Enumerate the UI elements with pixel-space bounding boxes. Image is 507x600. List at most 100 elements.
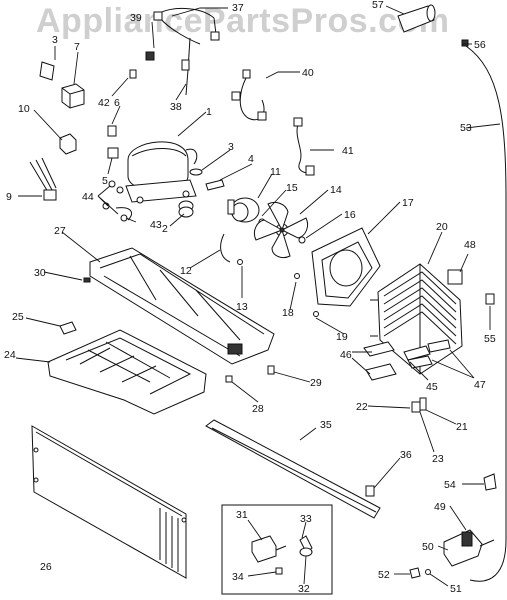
clip-icon [365, 485, 375, 497]
callout-7: 7 [74, 41, 80, 53]
fan-blade-icon [253, 201, 309, 259]
leader-lines [15, 5, 501, 587]
callout-14: 14 [330, 184, 342, 196]
wire-harness-icon [293, 117, 315, 176]
water-line-icon [465, 45, 507, 582]
grommet-icon [178, 200, 194, 218]
callout-11: 11 [270, 166, 281, 178]
relay-overload-icon [39, 61, 85, 109]
callout-43: 43 [150, 219, 162, 231]
screw-icon [294, 273, 300, 279]
callout-39: 39 [130, 12, 142, 24]
callout-24: 24 [4, 349, 16, 361]
callout-20: 20 [436, 221, 448, 233]
callout-41: 41 [342, 145, 354, 157]
callout-25: 25 [12, 311, 24, 323]
callout-28: 28 [252, 403, 264, 415]
callout-3b: 3 [228, 141, 234, 153]
bracket-icon [419, 397, 427, 411]
callout-9: 9 [6, 191, 12, 203]
callout-36: 36 [400, 449, 412, 461]
screw-icon [267, 365, 275, 375]
screw-icon [237, 259, 243, 265]
capacitor-cover-icon [59, 133, 77, 155]
fan-shroud-icon [311, 227, 381, 307]
screw-icon [425, 569, 431, 575]
washer-icon [189, 168, 203, 176]
drain-pan-icon [47, 329, 207, 415]
foil-tape-icon [447, 269, 463, 285]
grommet-icon [59, 321, 77, 335]
callout-53: 53 [460, 122, 472, 134]
callout-5: 5 [102, 175, 108, 187]
callout-34: 34 [232, 571, 244, 583]
terminal-icon [107, 147, 119, 159]
heater-probe-icon [29, 157, 57, 201]
back-panel-icon [31, 425, 187, 579]
sensor-cap-icon [299, 547, 313, 557]
callout-47: 47 [474, 379, 486, 391]
callout-57: 57 [372, 0, 384, 11]
callout-22: 22 [356, 401, 368, 413]
nut-icon [298, 236, 306, 244]
callout-23: 23 [432, 453, 444, 465]
callout-19: 19 [336, 331, 348, 343]
callout-3: 3 [52, 34, 58, 46]
water-valve-icon [443, 529, 495, 567]
mullion-heater-icon [205, 419, 381, 519]
callout-52: 52 [378, 569, 390, 581]
callout-56: 56 [474, 39, 486, 51]
callout-10: 10 [18, 103, 30, 115]
callout-45: 45 [426, 381, 438, 393]
clip-icon [205, 179, 225, 191]
callout-4: 4 [248, 153, 254, 165]
compressor-icon [125, 141, 198, 204]
callout-labels: 3 7 39 37 42 38 40 1 6 10 41 3 4 5 9 44 … [4, 0, 496, 595]
screw-icon [275, 567, 283, 575]
callout-48: 48 [464, 239, 476, 251]
screw-icon [313, 311, 319, 317]
callout-16: 16 [344, 209, 356, 221]
detail-box [221, 504, 333, 595]
callout-35: 35 [320, 419, 332, 431]
screw-icon [83, 277, 91, 283]
callout-49: 49 [434, 501, 446, 513]
screw-icon [225, 375, 233, 383]
callout-6: 6 [114, 97, 120, 109]
callout-12: 12 [180, 265, 192, 277]
thermostat-icon [251, 535, 287, 563]
callout-1: 1 [206, 106, 212, 118]
callout-31: 31 [236, 509, 248, 521]
callout-27: 27 [54, 225, 66, 237]
callout-38: 38 [170, 101, 182, 113]
callout-2: 2 [162, 223, 168, 235]
callout-30: 30 [34, 267, 46, 279]
callout-21: 21 [456, 421, 468, 433]
relay-clip-icon [107, 125, 117, 137]
callout-26: 26 [40, 561, 52, 573]
callout-13: 13 [236, 301, 248, 313]
callout-18: 18 [282, 307, 294, 319]
callout-29: 29 [310, 377, 322, 389]
bracket-icon [411, 401, 421, 413]
screw-icon [129, 69, 137, 79]
clip-icon [461, 39, 469, 47]
nut-icon [409, 567, 421, 579]
callout-54: 54 [444, 479, 456, 491]
callout-44: 44 [82, 191, 94, 203]
callout-42: 42 [98, 97, 110, 109]
callout-17: 17 [402, 197, 414, 209]
wire-harness-icon [231, 69, 267, 121]
wire-harness-icon [145, 8, 220, 96]
clamp-icon [483, 473, 497, 491]
clip-icon [485, 293, 495, 305]
callout-46: 46 [340, 349, 352, 361]
callout-50: 50 [422, 541, 434, 553]
callout-15: 15 [286, 182, 298, 194]
callout-33: 33 [300, 513, 312, 525]
water-inlet-tube-icon [397, 4, 436, 33]
callout-37: 37 [232, 2, 244, 14]
fan-motor-icon [227, 197, 260, 223]
bracket-icon [220, 233, 231, 263]
